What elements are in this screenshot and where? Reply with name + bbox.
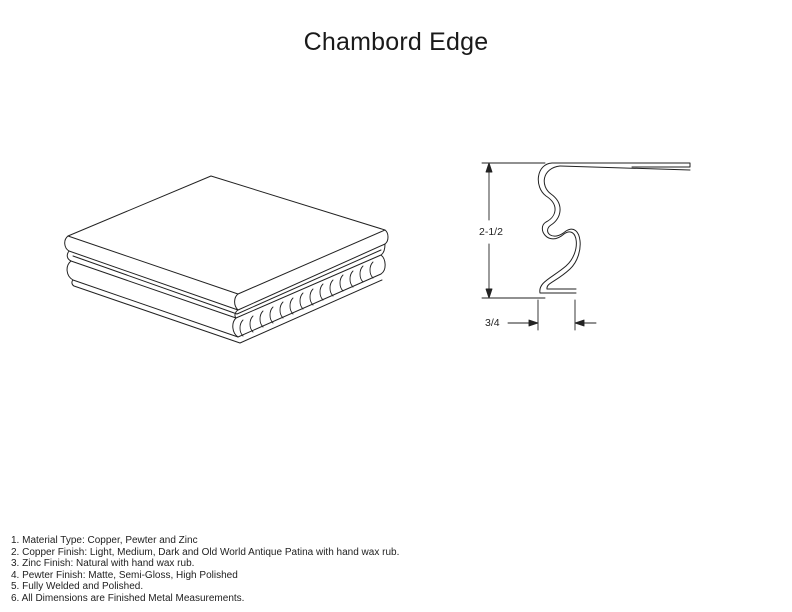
- width-dimension: [507, 299, 597, 331]
- arrow-up-icon: [485, 162, 493, 173]
- profile-top-flange-lower: [559, 165, 691, 171]
- note-copper-finish: 2. Copper Finish: Light, Medium, Dark an…: [11, 546, 400, 558]
- bottom-edge: [71, 279, 383, 344]
- note-dimensions: 6. All Dimensions are Finished Metal Mea…: [11, 592, 245, 604]
- isometric-edge-view: [64, 175, 389, 344]
- arrow-down-icon: [485, 288, 493, 299]
- note-pewter-finish: 4. Pewter Finish: Matte, Semi-Gloss, Hig…: [11, 569, 238, 581]
- fillet-band-inner: [72, 249, 382, 315]
- fillet-band-front: [234, 243, 386, 319]
- height-dimension-label: 2-1/2: [478, 226, 504, 238]
- arrow-right-icon: [528, 319, 539, 327]
- upper-lip-end: [384, 229, 389, 245]
- note-zinc-finish: 3. Zinc Finish: Natural with hand wax ru…: [11, 558, 195, 570]
- note-welded: 5. Fully Welded and Polished.: [11, 581, 144, 593]
- profile-outer-curve: [537, 162, 577, 294]
- spec-notes: 1. Material Type: Copper, Pewter and Zin…: [11, 535, 399, 605]
- arrow-left-icon: [574, 319, 585, 327]
- cove-band-front: [232, 254, 386, 338]
- height-dimension: [481, 162, 546, 299]
- drawing-title: Chambord Edge: [303, 28, 489, 56]
- note-material: 1. Material Type: Copper, Pewter and Zin…: [11, 535, 198, 546]
- profile-inner-curve: [543, 165, 581, 290]
- profile-top-flange: [551, 162, 691, 168]
- width-dimension-label: 3/4: [485, 317, 500, 329]
- bead-row: [239, 261, 374, 337]
- profile-section-view: [481, 162, 691, 331]
